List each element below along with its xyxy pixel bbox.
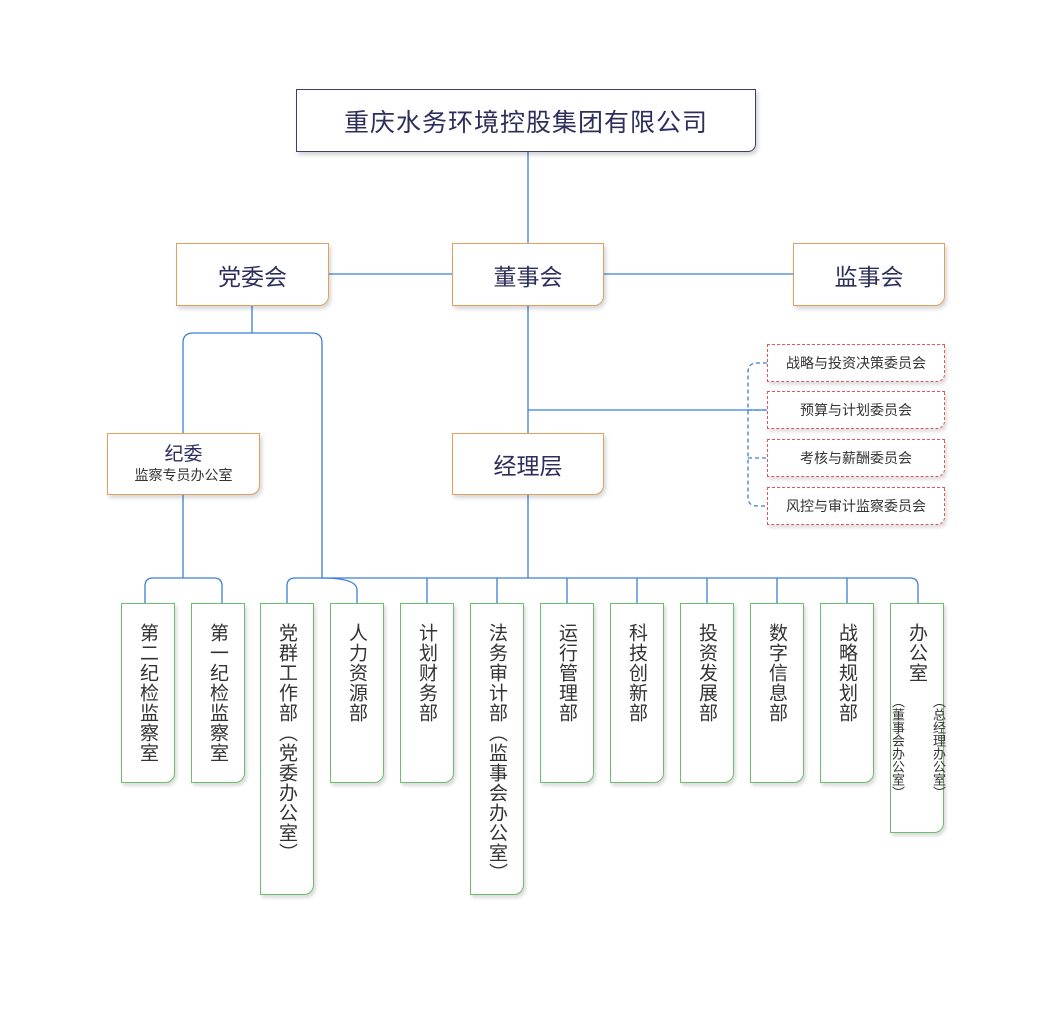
party-committee-label: 党委会 [218,264,287,291]
dept-label: 科技创新部 [626,623,648,723]
dept-label: 数字信息部 [766,623,788,723]
dept-box: 科技创新部 [610,603,664,783]
management-label: 经理层 [493,454,563,480]
supervisors-box: 监事会 [793,243,945,306]
dept-note: （董事会办公室） [889,695,904,799]
committee-label: 风控与审计监察委员会 [786,499,926,515]
dept-box: 运行管理部 [540,603,594,783]
dept-box: 投资发展部 [680,603,734,783]
discipline-committee-box: 纪委 监察专员办公室 [107,433,260,495]
management-box: 经理层 [452,433,604,495]
board-box: 董事会 [452,243,604,306]
dept-box: 第二纪检监察室 [121,603,175,783]
committee-label: 战略与投资决策委员会 [786,356,926,372]
dept-label: 办公室 [906,623,928,683]
dept-note: （总经理办公室） [930,695,945,799]
discipline-subtitle: 监察专员办公室 [134,468,233,484]
company-root-box: 重庆水务环境控股集团有限公司 [296,89,756,152]
dept-box: 计划财务部 [400,603,454,783]
committee-strategy-box: 战略与投资决策委员会 [767,344,945,382]
dept-box: 第一纪检监察室 [191,603,245,783]
dept-label: 第一纪检监察室 [207,623,229,763]
committee-label: 预算与计划委员会 [800,403,912,419]
committee-risk-box: 风控与审计监察委员会 [767,487,945,525]
dept-office-box: （董事会办公室） 办公室 （总经理办公室） [889,603,945,833]
dept-label: 战略规划部 [836,623,858,723]
dept-label: 投资发展部 [696,623,718,723]
dept-label: 党群工作部（党委办公室） [276,623,298,863]
dept-label: 人力资源部 [346,623,368,723]
dept-box: 党群工作部（党委办公室） [260,603,314,895]
committee-assessment-box: 考核与薪酬委员会 [767,439,945,477]
dept-label: 计划财务部 [416,623,438,723]
dept-box: 数字信息部 [750,603,804,783]
dept-box: 人力资源部 [330,603,384,783]
discipline-title: 纪委 [164,443,203,465]
dept-label: 第二纪检监察室 [137,623,159,763]
supervisors-label: 监事会 [834,264,904,291]
dept-box: 战略规划部 [820,603,874,783]
dept-box: 法务审计部（监事会办公室） [470,603,524,895]
dept-label: 法务审计部（监事会办公室） [486,623,508,883]
board-label: 董事会 [493,264,563,291]
company-name: 重庆水务环境控股集团有限公司 [343,107,708,137]
committee-budget-box: 预算与计划委员会 [767,391,945,429]
committee-label: 考核与薪酬委员会 [800,451,912,467]
dept-label: 运行管理部 [556,623,578,723]
party-committee-box: 党委会 [176,243,329,306]
